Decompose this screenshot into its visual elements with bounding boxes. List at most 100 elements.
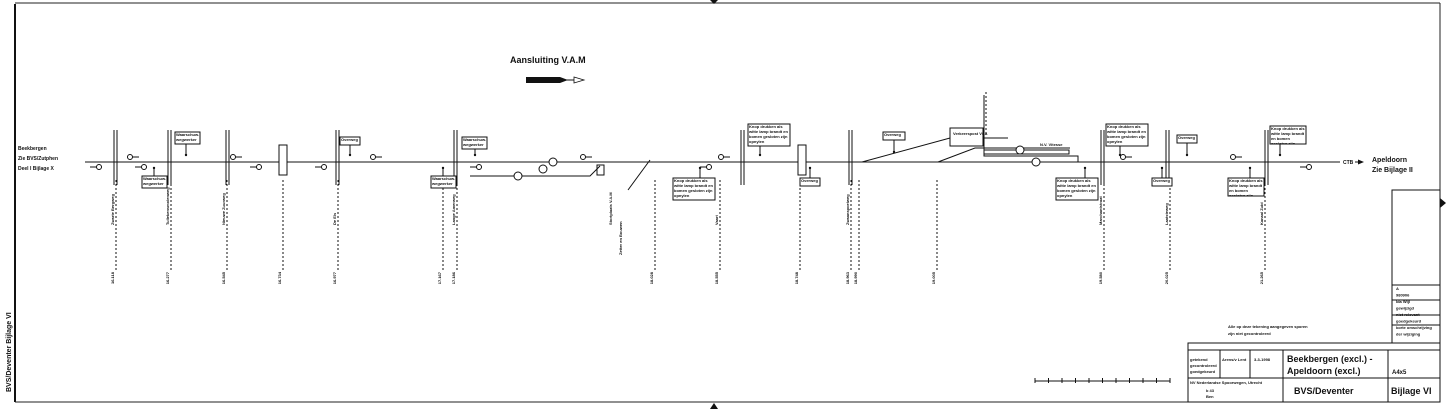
route-line-1: Beekbergen (excl.) - xyxy=(1287,354,1373,364)
field-3: goedgekeurd xyxy=(1190,369,1216,374)
crossing-name: Kanaal Zuid xyxy=(1259,202,1264,225)
svg-text:Stortplaats V.A.M: Stortplaats V.A.M xyxy=(608,192,613,225)
direction-arrow-icon xyxy=(526,76,586,84)
waarschuw-box: Waarschuw. wegwerker xyxy=(141,166,168,189)
vam-label: Stortplaats V.A.M Zetter en Bouwen xyxy=(608,192,623,255)
box-text: Knop drukken als witte lamp brandt en bo… xyxy=(749,124,788,144)
company: NV Nederlandse Spoorwegen, Utrecht xyxy=(1190,380,1263,385)
revision-entry: korte omschrijving xyxy=(1396,325,1432,330)
knop-box: Knop drukken als witte lamp brandt en bo… xyxy=(747,123,791,157)
title-block xyxy=(1187,189,1441,403)
yard-sidings xyxy=(861,95,1079,167)
dept: Ben xyxy=(1206,394,1214,399)
waarschuw-box: Waarschuw. wegwerker xyxy=(461,136,488,157)
overweg-box: Overweg xyxy=(339,136,361,157)
signal-icon xyxy=(476,164,482,170)
overweg-box: Overweg xyxy=(1176,134,1198,157)
svg-text:Zetter en Bouwen: Zetter en Bouwen xyxy=(618,221,623,255)
signal-icon xyxy=(580,154,586,160)
waarschuw-box: Waarschuw. wegwerker xyxy=(174,131,201,157)
revision-entry: Ida Wijl xyxy=(1396,299,1410,304)
diagram-title: Aansluiting V.A.M xyxy=(510,55,586,65)
signal-icon xyxy=(718,154,724,160)
level-crossing-barrier xyxy=(278,144,288,176)
signal-icon xyxy=(1230,154,1236,160)
box-text: Waarschuw. wegwerker xyxy=(143,176,166,186)
signal-icon xyxy=(1306,164,1312,170)
overweg-box: Overweg xyxy=(882,131,906,154)
field-2: gecontroleerd xyxy=(1190,363,1217,368)
date: 3-3-1998 xyxy=(1254,357,1271,362)
knop-box: Knop drukken als witte lamp brandt en bo… xyxy=(1269,125,1307,157)
level-crossing-barrier xyxy=(797,144,807,176)
box-text: Knop drukken als witte lamp brandt en bo… xyxy=(1057,178,1096,198)
crossing-name: Tullekensmolenweg xyxy=(165,187,170,225)
crossing-name: Marchantstraat xyxy=(1098,196,1103,225)
crossing-name: De Els xyxy=(332,212,337,225)
right-station-ref: Zie Bijlage II xyxy=(1372,167,1413,174)
knop-box: Knop drukken als witte lamp brandt en bo… xyxy=(1227,166,1265,197)
overweg-box: Overweg xyxy=(1151,166,1173,187)
center-mark-bottom xyxy=(710,403,718,409)
signal-icon xyxy=(127,154,133,160)
revision-entry: niet relevant xyxy=(1396,312,1420,317)
crossing-name: Zwaanspoelweg xyxy=(845,194,850,225)
crossing-km: 18.963 xyxy=(845,271,850,284)
svg-text:Verkeerspost VSA: Verkeerspost VSA xyxy=(953,131,988,136)
crossing-km: 20.025 xyxy=(1164,271,1169,284)
verkeerspost-box: Verkeerspost VSA xyxy=(949,127,988,147)
crossing-km: 18.748 xyxy=(794,271,799,284)
signal-icon xyxy=(706,164,712,170)
left-station-ref: Zie BVS/Zutphen xyxy=(18,156,58,162)
right-station-name: Apeldoorn xyxy=(1372,157,1407,164)
box-text: Knop drukken als witte lamp brandt en bo… xyxy=(674,178,713,198)
vam-siding xyxy=(470,157,651,191)
box-text: Overweg xyxy=(884,132,901,137)
box-text: Overweg xyxy=(1153,178,1170,183)
ctb-label: CTB xyxy=(1343,160,1354,166)
box-text: Overweg xyxy=(801,178,818,183)
knop-box: Knop drukken als witte lamp brandt en bo… xyxy=(1055,166,1099,201)
crossing-km: 16.734 xyxy=(277,271,282,284)
box-text: Knop drukken als witte lamp brandt en bo… xyxy=(1229,178,1263,196)
center-mark-right xyxy=(1440,198,1446,208)
revision-entry: gewijzigd xyxy=(1396,306,1415,311)
note-line-1: Alle op deze tekening aangegeven sporen xyxy=(1228,324,1308,329)
code: b 43 xyxy=(1206,388,1215,393)
crossing-km: 16.977 xyxy=(332,271,337,284)
crossing-name: Nieuwe Zuurweg xyxy=(221,193,226,225)
signal-icon xyxy=(256,164,262,170)
box-text: Overweg xyxy=(341,137,358,142)
crossing-km: 17.186 xyxy=(451,271,456,284)
crossing-km: 16.545 xyxy=(221,271,226,284)
signal-icon xyxy=(370,154,376,160)
box-text: Knop drukken als witte lamp brandt en bo… xyxy=(1107,124,1146,144)
document-name: BVS/Deventer xyxy=(1294,386,1354,396)
crossing-name: Lange Amerweg xyxy=(451,194,456,225)
crossing-name: Vaart xyxy=(714,215,719,225)
author: Arens/v Lent xyxy=(1222,357,1247,362)
note-line-2: zijn niet gecontroleerd xyxy=(1228,331,1271,336)
waarschuw-box: Waarschuw. wegwerker xyxy=(430,166,457,189)
field-1: getekend xyxy=(1190,357,1208,362)
signal-icon xyxy=(321,164,327,170)
route-line-2: Apeldoorn (excl.) xyxy=(1287,366,1361,376)
crossing-km: 19.005 xyxy=(931,271,936,284)
crossing-km: 18.990 xyxy=(853,271,858,284)
signal-icon xyxy=(230,154,236,160)
crossing-name: Laatsteweg xyxy=(1164,203,1169,225)
knop-box: Knop drukken als witte lamp brandt en bo… xyxy=(672,166,716,201)
box-text: Waarschuw. wegwerker xyxy=(176,132,199,142)
box-text: Knop drukken als witte lamp brandt en bo… xyxy=(1271,126,1305,144)
crossing-name: Zwarte Bergweg xyxy=(110,194,115,225)
box-text: Overweg xyxy=(1178,135,1195,140)
signal-icon xyxy=(96,164,102,170)
scale-bar xyxy=(1034,378,1171,383)
revision-entry: der wijziging xyxy=(1396,332,1421,337)
crossing-km: 21.265 xyxy=(1259,271,1264,284)
crossing-km: 18.555 xyxy=(714,271,719,284)
left-station-part: Deel I Bijlage X xyxy=(18,166,55,172)
knop-box: Knop drukken als witte lamp brandt en bo… xyxy=(1105,123,1149,157)
crossing-km: 17.167 xyxy=(437,271,442,284)
